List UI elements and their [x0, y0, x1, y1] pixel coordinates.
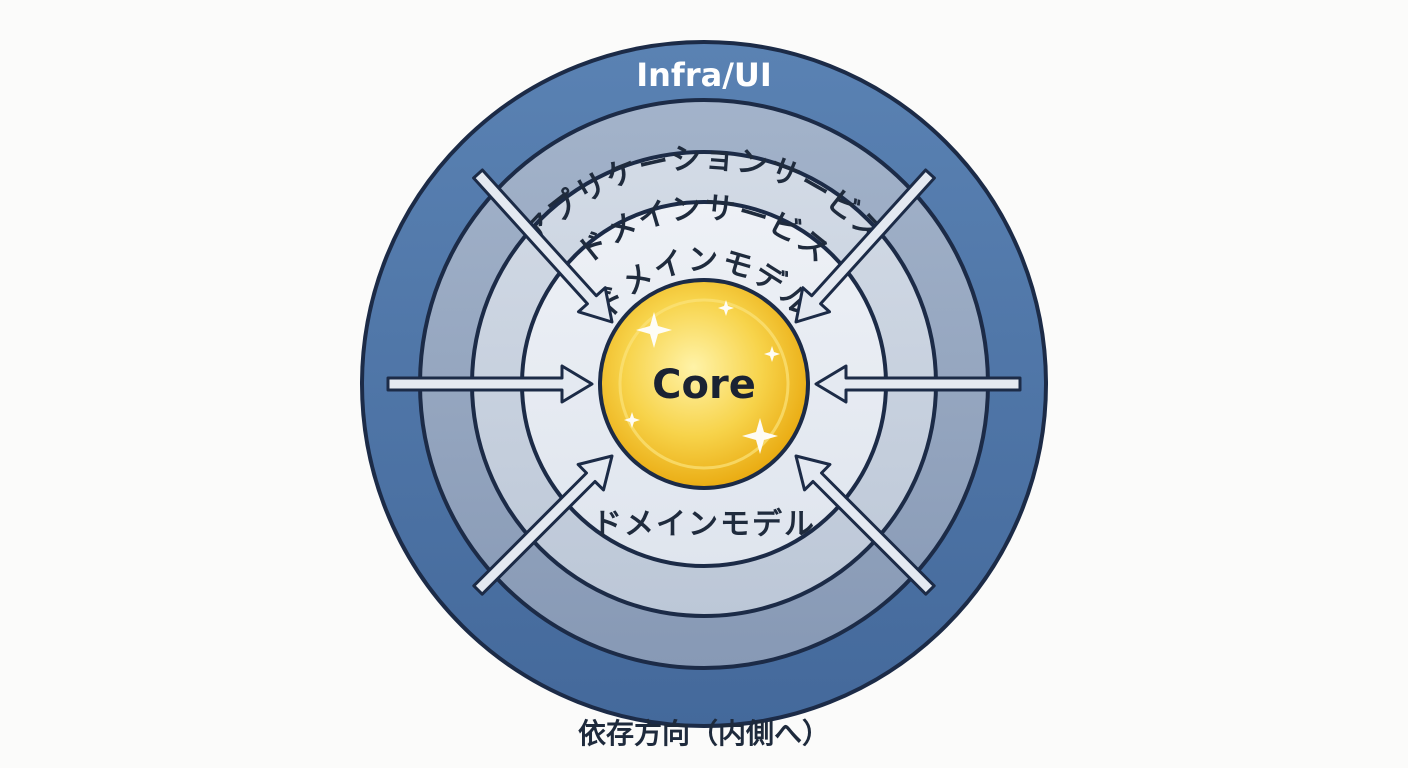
arrow-left: [386, 364, 594, 404]
arrow-right: [814, 364, 1022, 404]
arrow-top-right: [794, 168, 936, 324]
infra-ui-label: Infra/UI: [636, 56, 772, 94]
sparkle-icon: [624, 300, 780, 454]
dependency-arrows: [386, 168, 1022, 596]
arrow-bottom-right: [794, 454, 936, 596]
arrow-bottom-left: [472, 454, 614, 596]
core-label: Core: [652, 362, 756, 408]
arrow-top-left: [472, 168, 614, 324]
dependency-direction-caption: 依存方向（内側へ）: [577, 717, 830, 750]
domain-model-label-bottom: ドメインモデル: [592, 507, 816, 542]
core-inner-highlight: [618, 298, 790, 470]
